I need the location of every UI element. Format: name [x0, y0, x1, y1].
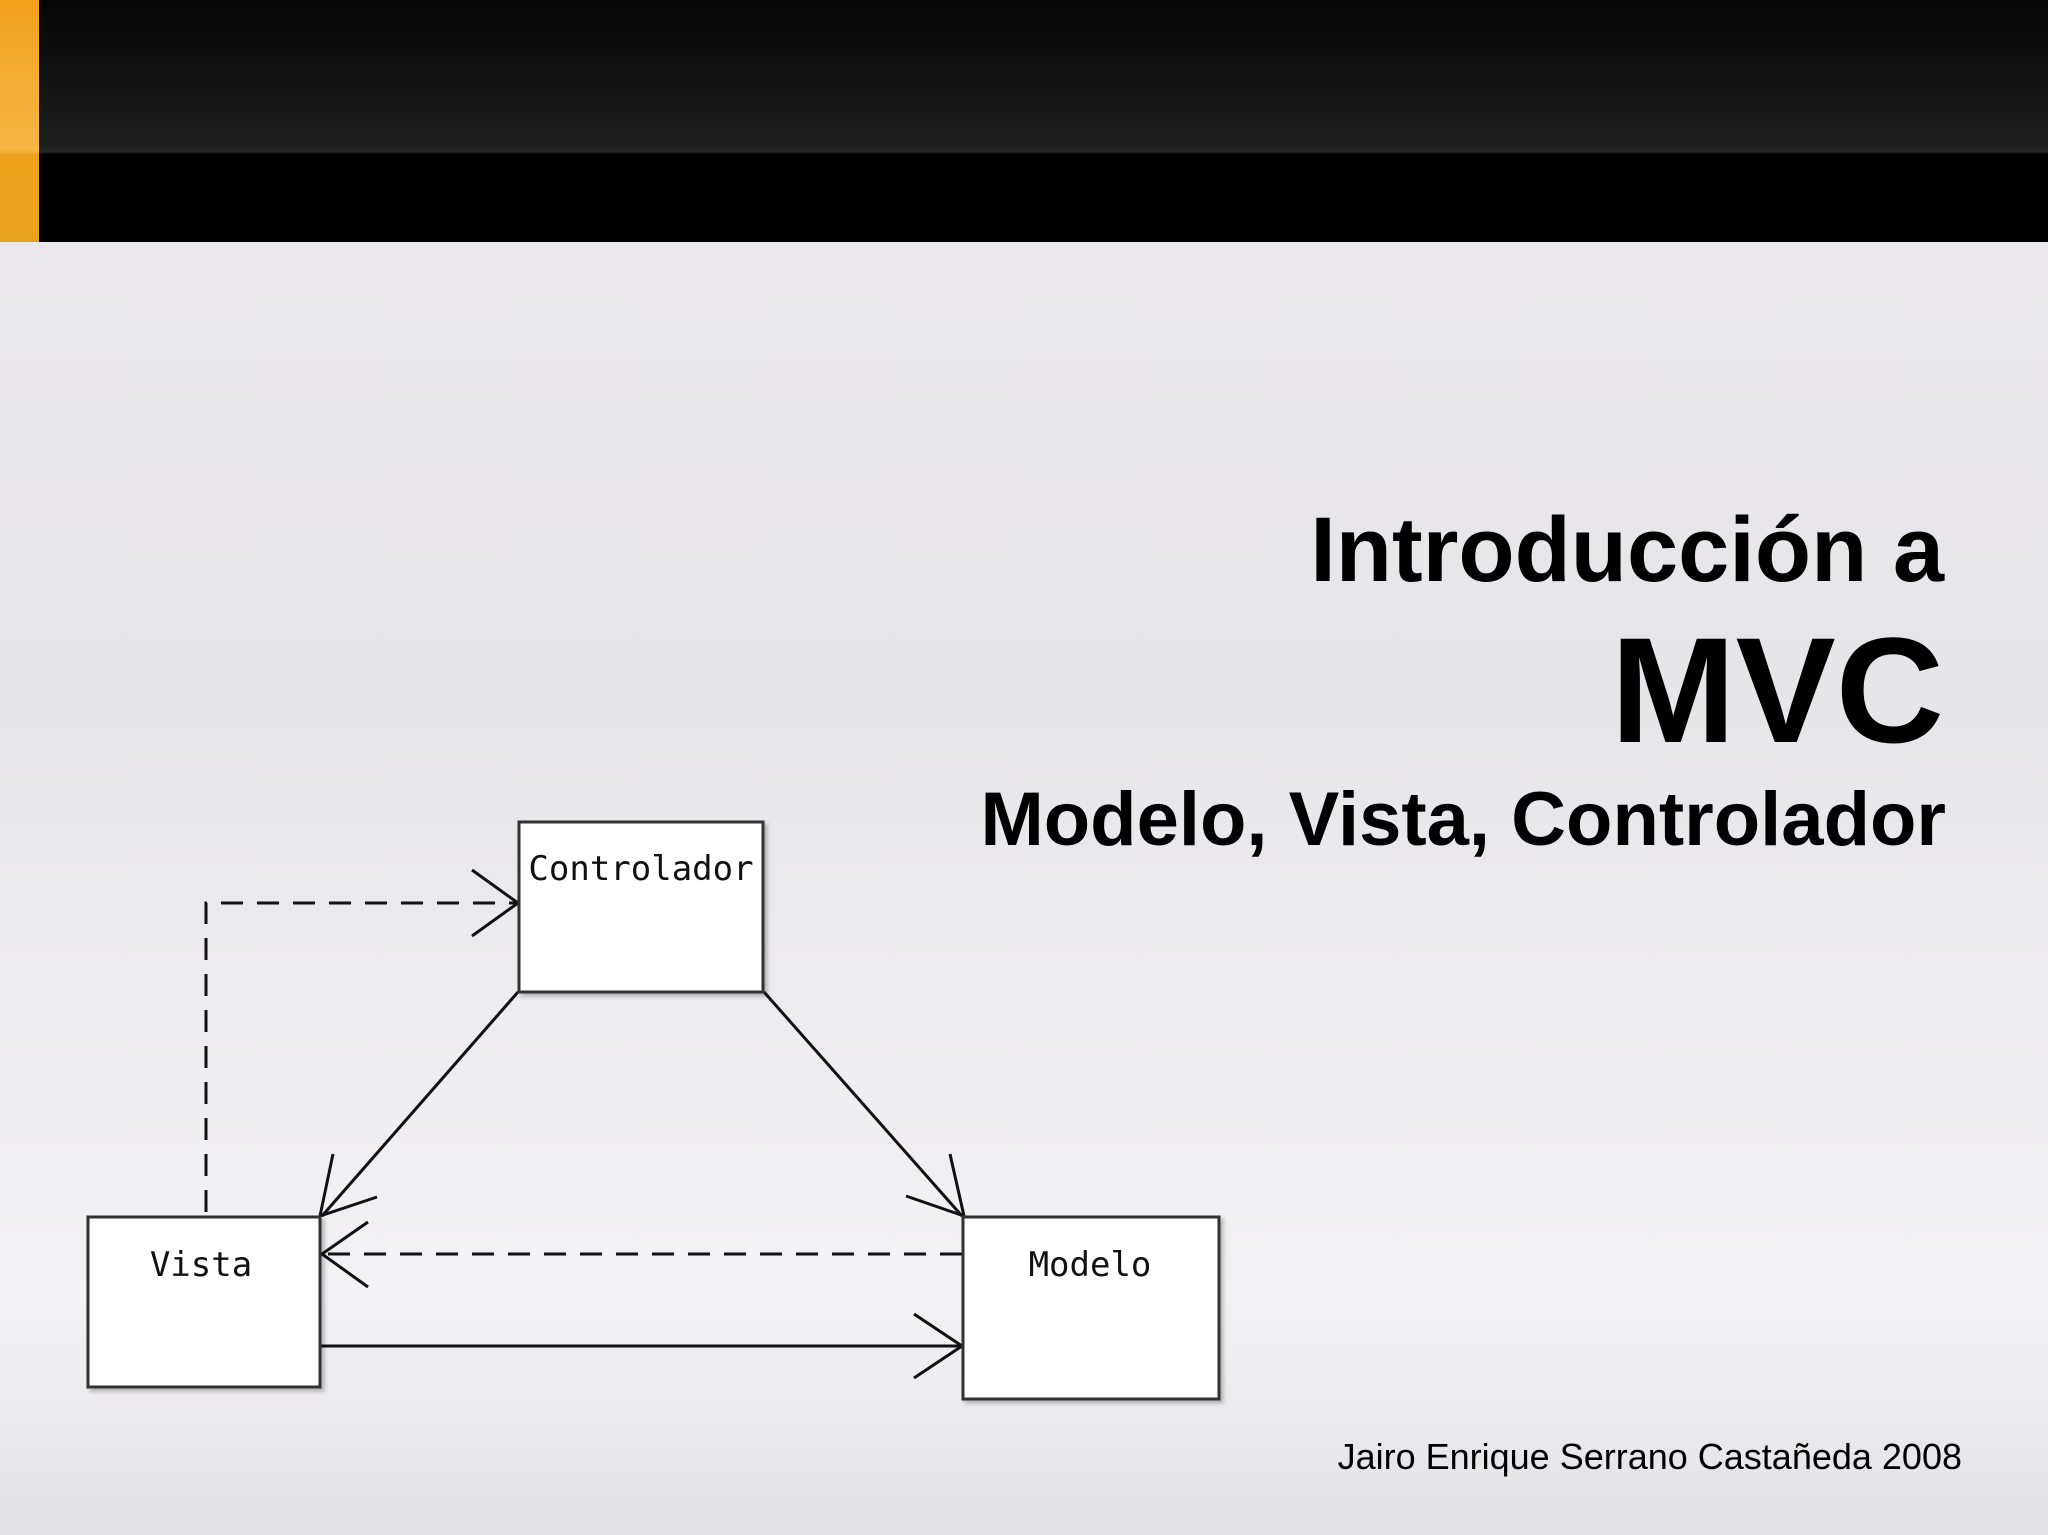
- header-accent-strip: [0, 0, 39, 242]
- controlador-to-vista-line: [320, 991, 520, 1217]
- controlador-to-modelo-line: [762, 991, 964, 1217]
- header-bar: [0, 0, 2048, 242]
- vista-label: Vista: [150, 1245, 252, 1285]
- vista-to-controlador-dashed-line: [204, 901, 516, 1212]
- controlador-box: Controlador: [517, 820, 765, 994]
- vista-box: Vista: [86, 1215, 322, 1389]
- modelo-label: Modelo: [1029, 1245, 1152, 1285]
- vista-open-arrowhead-middle: [319, 1220, 369, 1289]
- title-line-2: MVC: [1610, 606, 1944, 774]
- title-line-1: Introducción a: [1310, 499, 1944, 601]
- subtitle: Modelo, Vista, Controlador: [980, 777, 1946, 862]
- author-credit: Jairo Enrique Serrano Castañeda 2008: [1337, 1436, 1962, 1477]
- controlador-label: Controlador: [528, 849, 753, 889]
- modelo-box: Modelo: [961, 1215, 1221, 1401]
